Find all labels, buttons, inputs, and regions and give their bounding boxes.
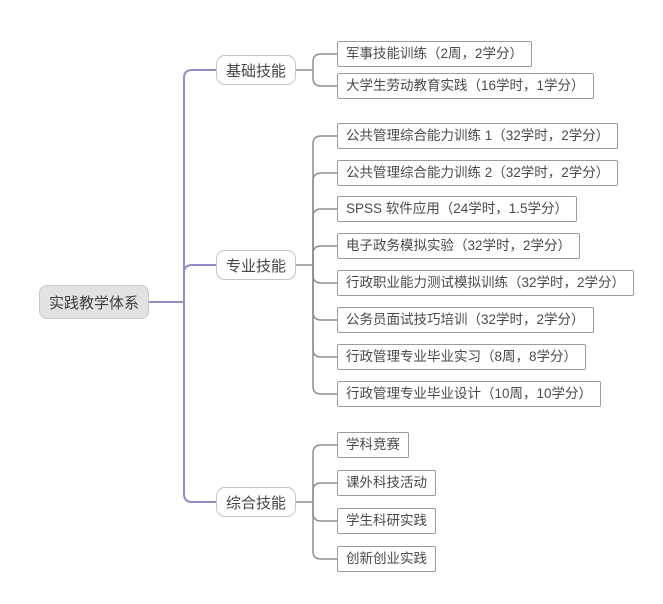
branch-node-comprehensive-skills[interactable]: 综合技能 [216,487,296,517]
root-node[interactable]: 实践教学体系 [39,285,149,319]
leaf-node[interactable]: 电子政务模拟实验（32学时，2学分） [337,233,581,259]
leaf-node[interactable]: 学科竞赛 [337,432,409,458]
leaf-node[interactable]: 公共管理综合能力训练 2（32学时，2学分） [337,160,619,186]
leaf-node[interactable]: 行政管理专业毕业实习（8周，8学分） [337,344,587,370]
leaf-node[interactable]: 行政职业能力测试模拟训练（32学时，2学分） [337,270,635,296]
branch-node-basic-skills[interactable]: 基础技能 [216,55,296,85]
leaf-node[interactable]: SPSS 软件应用（24学时，1.5学分） [337,196,578,222]
leaf-node[interactable]: 课外科技活动 [337,470,436,496]
leaf-connectors [296,53,337,560]
leaf-node[interactable]: 行政管理专业毕业设计（10周，10学分） [337,381,602,407]
leaf-node[interactable]: 军事技能训练（2周，2学分） [337,41,533,67]
leaf-node[interactable]: 创新创业实践 [337,546,436,572]
leaf-node[interactable]: 学生科研实践 [337,508,436,534]
leaf-node[interactable]: 公共管理综合能力训练 1（32学时，2学分） [337,123,619,149]
leaf-node[interactable]: 大学生劳动教育实践（16学时，1学分） [337,73,594,99]
branch-node-professional-skills[interactable]: 专业技能 [216,250,296,280]
trunk-connectors [148,69,216,503]
leaf-node[interactable]: 公务员面试技巧培训（32学时，2学分） [337,307,594,333]
